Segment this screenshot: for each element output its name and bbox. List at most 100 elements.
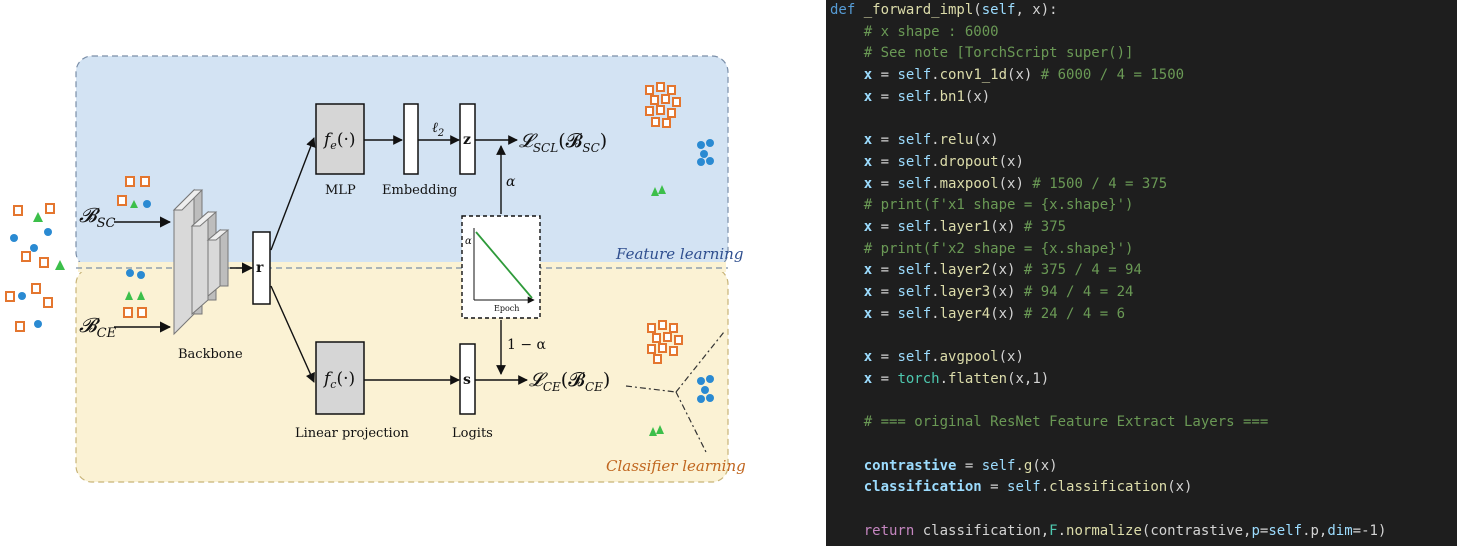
code-token: (x) (1167, 479, 1193, 496)
code-token: (x) (998, 153, 1024, 170)
code-token: = (872, 284, 898, 301)
code-token: = (872, 175, 898, 192)
code-token: (x) (964, 88, 991, 105)
code-token: = (872, 88, 898, 105)
code-line: x = self.avgpool(x) (830, 347, 1024, 367)
code-token: self (897, 175, 932, 192)
code-token: classification, (914, 522, 1050, 539)
code-token: # print(f'x2 shape = {x.shape}') (830, 240, 1134, 257)
code-token: self (897, 284, 932, 301)
code-line: x = self.bn1(x) (830, 87, 991, 107)
code-token: x (830, 153, 873, 170)
code-token: conv1_1d (939, 67, 1008, 84)
code-token: bn1 (939, 88, 965, 105)
code-token: classification (1049, 479, 1168, 496)
loss-ce-label: 𝓛CE(𝓑CE) (529, 369, 610, 394)
code-token: x (830, 132, 873, 149)
code-token: (x) (998, 349, 1024, 366)
code-line: x = self.dropout(x) (830, 152, 1024, 172)
code-token: # 375 / 4 = 94 (1023, 262, 1142, 279)
code-line: # See note [TorchScript super()] (830, 43, 1134, 63)
code-token: = (1259, 522, 1269, 539)
code-token: def (830, 2, 864, 18)
code-token: . (1057, 522, 1067, 539)
alpha-label: α (506, 174, 516, 190)
code-token: x (830, 284, 873, 301)
code-line: def _forward_impl(self, x): (830, 0, 1058, 20)
code-token: , x): (1015, 2, 1058, 18)
code-token: F (1049, 522, 1058, 539)
linear-fc-symbol: fc(·) (322, 369, 355, 391)
code-token: self (897, 88, 932, 105)
code-token: = (872, 132, 898, 149)
code-token: self (897, 219, 932, 235)
code-token: # 6000 / 4 = 1500 (1040, 67, 1185, 84)
code-token: = (981, 479, 1008, 496)
inset-x-label: Epoch (494, 304, 519, 313)
code-token: self (981, 2, 1016, 18)
code-token: dim (1327, 522, 1353, 539)
code-token: self (897, 305, 932, 322)
code-token: = (872, 349, 898, 366)
code-token: classification (830, 479, 982, 496)
z-box (459, 103, 476, 175)
code-token: =-1) (1352, 522, 1387, 539)
code-line: # === original ResNet Feature Extract La… (830, 412, 1269, 432)
code-token: (x) (998, 175, 1033, 192)
code-token: self (897, 349, 932, 366)
s-label: s (463, 372, 471, 388)
code-token: (x) (1032, 457, 1058, 474)
classifier-learning-label: Classifier learning (606, 457, 746, 475)
r-label: r (256, 260, 264, 276)
code-token: . (931, 67, 940, 84)
code-token: # 375 (1023, 219, 1067, 235)
code-token: g (1023, 457, 1033, 474)
code-token: self (897, 153, 932, 170)
code-token: (x) (1007, 67, 1041, 84)
code-token: . (931, 284, 940, 301)
embedding-label: Embedding (382, 183, 457, 198)
code-token: . (1040, 479, 1050, 496)
code-token: # print(f'x1 shape = {x.shape}') (830, 197, 1134, 214)
code-token: x (830, 175, 873, 192)
code-token: . (931, 175, 940, 192)
code-token: . (1015, 457, 1024, 474)
code-token: self (897, 132, 932, 149)
code-token: = (872, 153, 898, 170)
code-token: . (931, 132, 940, 149)
code-token: self (897, 67, 932, 84)
code-line: # print(f'x1 shape = {x.shape}') (830, 195, 1134, 215)
code-token: _forward_impl (863, 2, 974, 18)
code-token: # 94 / 4 = 24 (1023, 284, 1134, 301)
code-token: (x) (990, 262, 1024, 279)
code-token: . (931, 219, 940, 235)
feature-learning-label: Feature learning (615, 245, 743, 263)
code-token: self (897, 262, 932, 279)
feature-learning-region (75, 55, 729, 269)
code-line: x = torch.flatten(x,1) (830, 369, 1050, 389)
representation-r-box (252, 231, 271, 305)
code-token: p (1251, 522, 1260, 539)
mlp-fe-symbol: fe(·) (322, 130, 355, 152)
linear-fc-box (315, 341, 365, 415)
code-token: x (830, 219, 873, 235)
code-line: contrastive = self.g(x) (830, 456, 1058, 476)
logits-label: Logits (452, 426, 493, 441)
code-token: = (872, 370, 898, 387)
code-token: normalize (1066, 522, 1142, 539)
architecture-diagram: 𝓑SC 𝓑CE Backbone r fe(·) MLP Embedding ℓ… (5, 55, 746, 483)
code-token: (contrastive, (1141, 522, 1252, 539)
code-token: dropout (939, 153, 999, 170)
code-token: self (1007, 479, 1041, 496)
one-minus-alpha-label: 1 − α (507, 337, 547, 353)
backbone-label: Backbone (178, 347, 243, 362)
l2-norm-label: ℓ2 (432, 120, 444, 139)
logits-s-box (459, 343, 476, 415)
backbone-network-icon (172, 188, 230, 336)
code-token: x (830, 349, 873, 366)
code-token: self (1268, 522, 1303, 539)
code-editor-panel[interactable]: def _forward_impl(self, x): # x shape : … (826, 0, 1457, 546)
classifier-space-clusters (625, 320, 725, 453)
mlp-label: MLP (325, 183, 356, 198)
code-token: x (830, 262, 873, 279)
